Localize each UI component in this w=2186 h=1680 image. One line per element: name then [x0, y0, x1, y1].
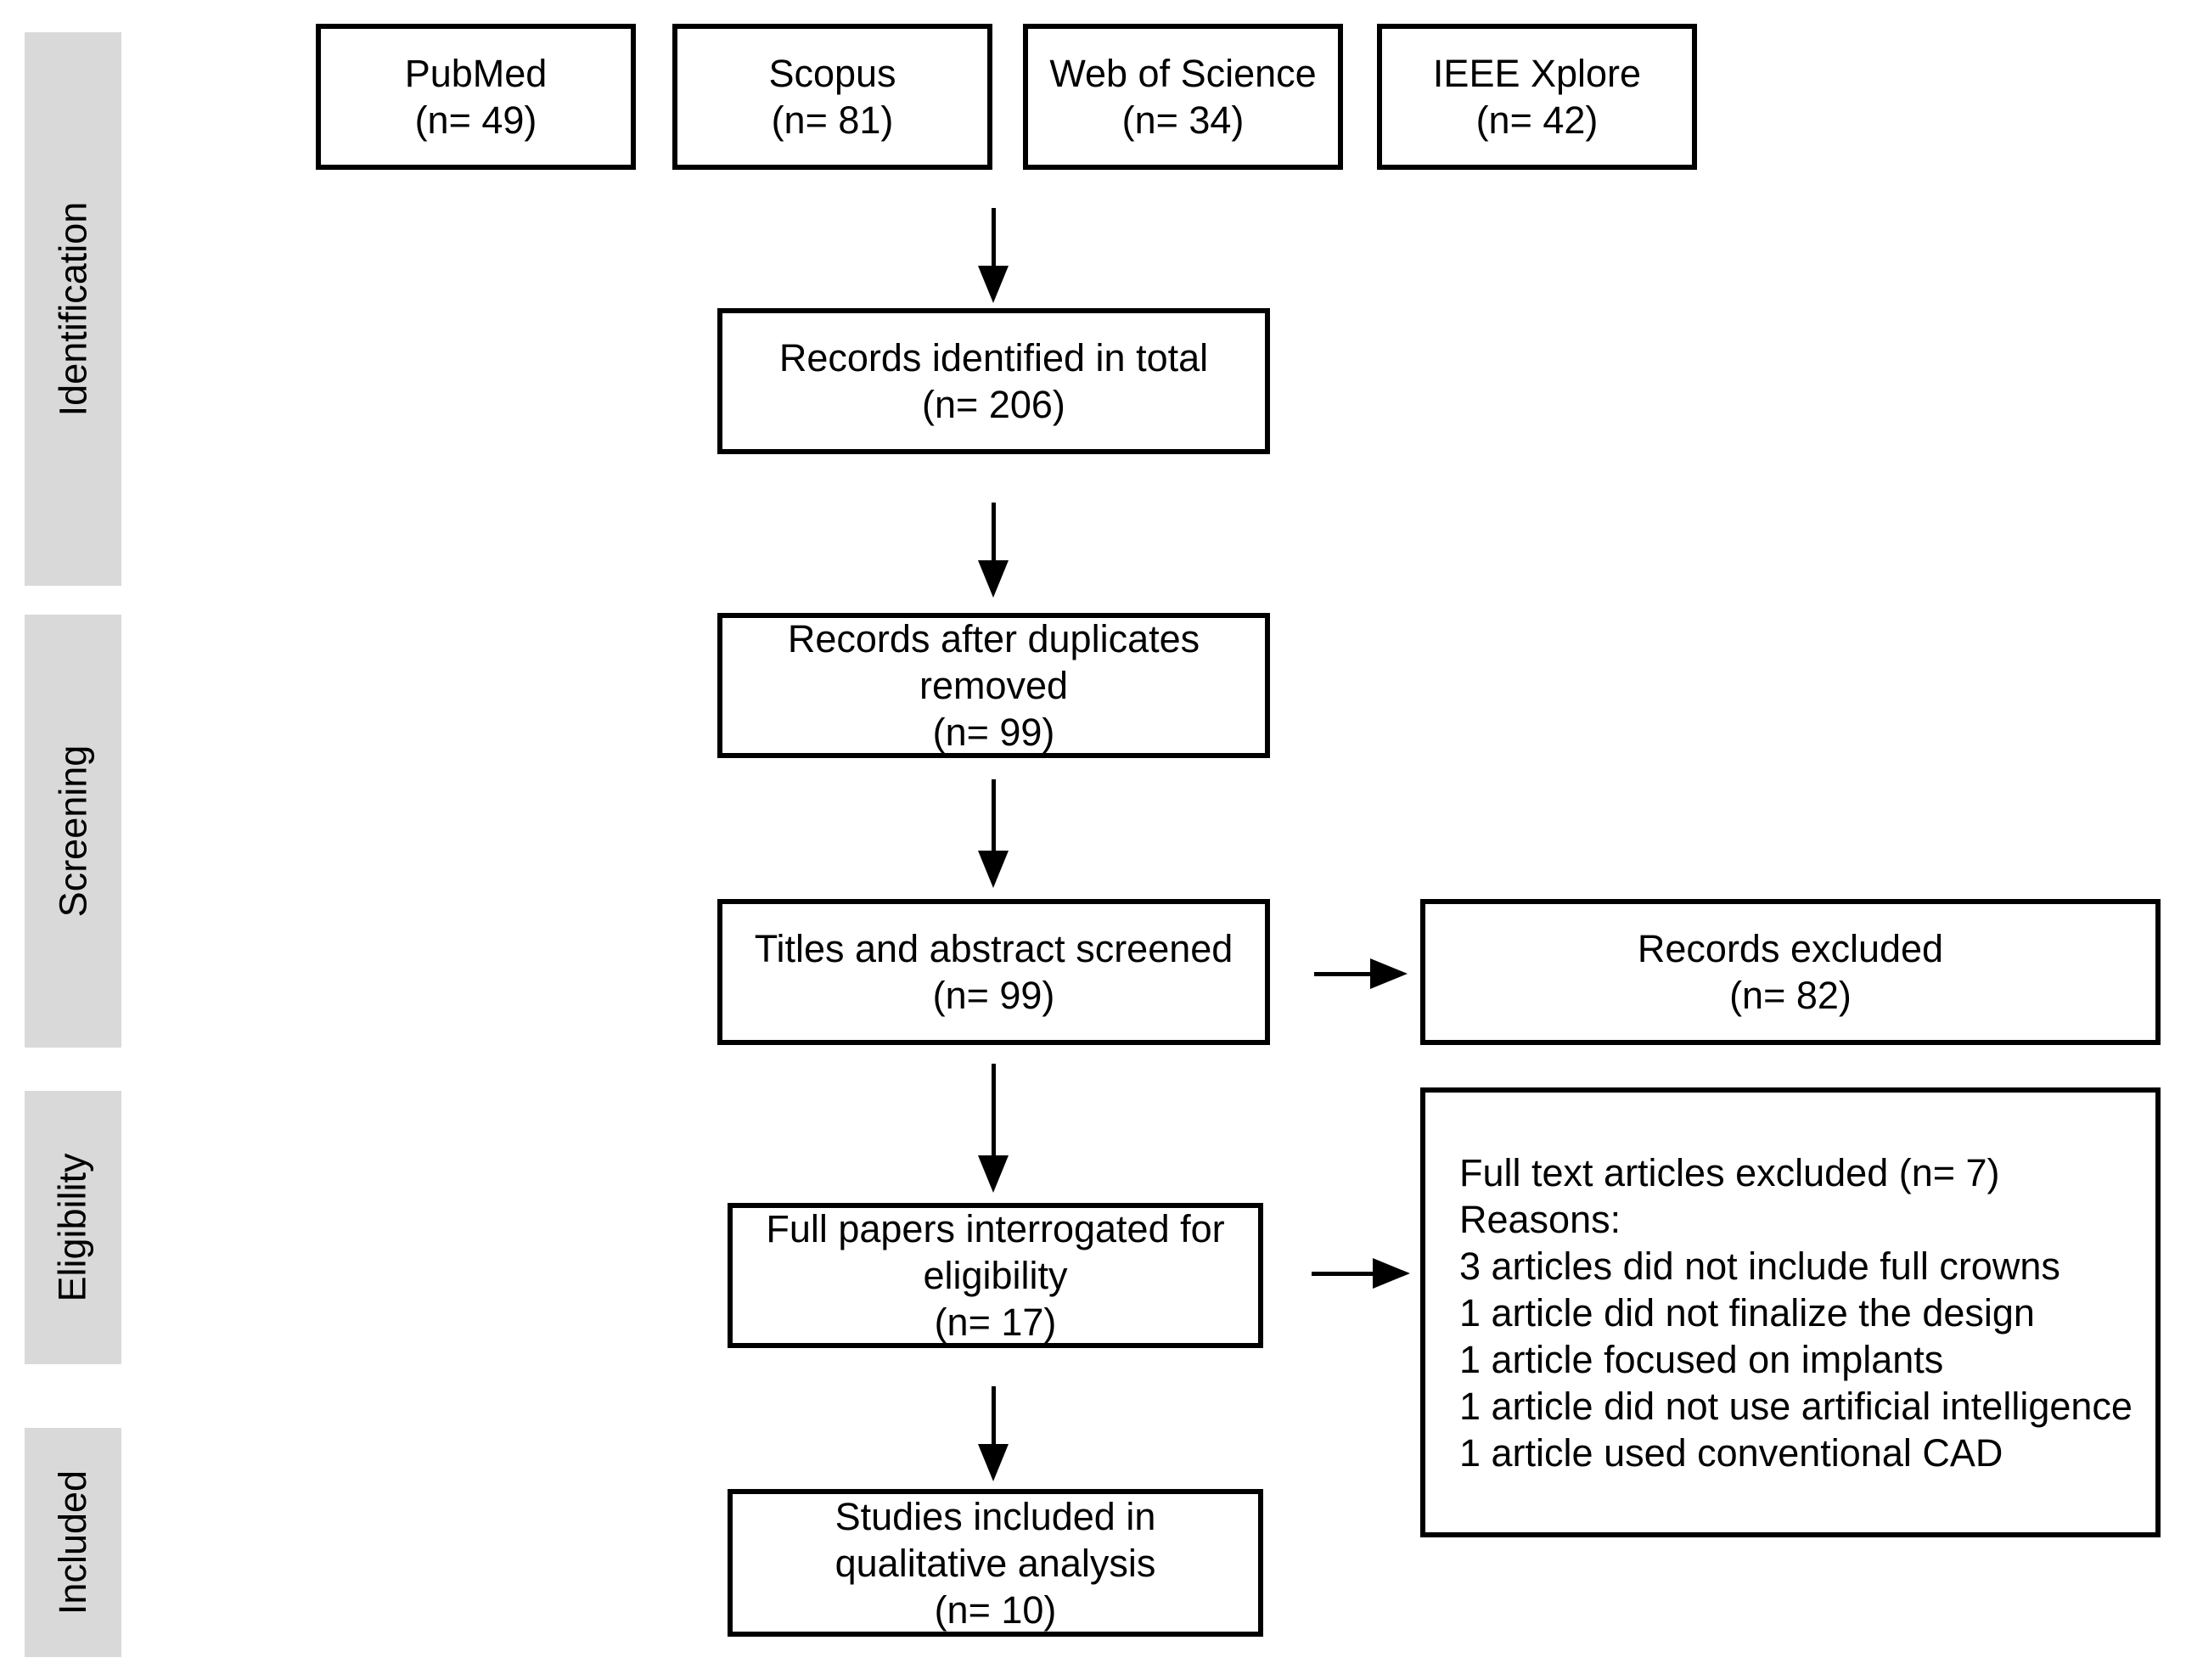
arrow-head	[1373, 1258, 1410, 1289]
stage-label-included: Included	[51, 1469, 95, 1615]
flow-box-studies-included: Studies included in qualitative analysis…	[728, 1489, 1263, 1637]
stage-bar-identification: Identification	[25, 32, 121, 586]
right-arrow-icon	[1312, 1258, 1410, 1289]
arrow-shaft	[991, 208, 996, 266]
flow-box-titles-abstract-screened: Titles and abstract screened (n= 99)	[717, 899, 1270, 1045]
arrow-shaft	[1312, 1271, 1373, 1276]
arrow-shaft	[991, 1386, 996, 1444]
exclusion-box-records-excluded: Records excluded (n= 82)	[1420, 899, 2161, 1045]
stage-label-screening: Screening	[51, 744, 95, 918]
stage-label-identification: Identification	[51, 201, 95, 417]
down-arrow-icon	[978, 779, 1009, 888]
arrow-shaft	[991, 779, 996, 851]
stage-bar-included: Included	[25, 1428, 121, 1657]
flow-box-full-papers-eligibility: Full papers interrogated for eligibility…	[728, 1203, 1263, 1348]
source-box-scopus: Scopus (n= 81)	[672, 24, 992, 170]
arrow-head	[978, 1155, 1009, 1193]
stage-label-eligibility: Eligibility	[51, 1153, 94, 1302]
arrow-head	[978, 560, 1009, 598]
exclusion-box-full-text-reasons: Full text articles excluded (n= 7) Reaso…	[1420, 1087, 2161, 1537]
arrow-head	[1370, 958, 1408, 989]
arrow-shaft	[991, 1064, 996, 1155]
arrow-head	[978, 1444, 1009, 1481]
arrow-shaft	[1314, 971, 1370, 976]
flow-box-records-identified: Records identified in total (n= 206)	[717, 308, 1270, 454]
down-arrow-icon	[978, 208, 1009, 303]
stage-bar-eligibility: Eligibility	[25, 1091, 121, 1364]
arrow-head	[978, 851, 1009, 888]
arrow-head	[978, 266, 1009, 303]
source-box-pubmed: PubMed (n= 49)	[316, 24, 636, 170]
flow-box-records-after-duplicates: Records after duplicates removed (n= 99)	[717, 613, 1270, 758]
arrow-shaft	[991, 503, 996, 560]
down-arrow-icon	[978, 503, 1009, 598]
source-box-ieee-xplore: IEEE Xplore (n= 42)	[1377, 24, 1697, 170]
right-arrow-icon	[1314, 958, 1408, 989]
down-arrow-icon	[978, 1386, 1009, 1481]
source-box-web-of-science: Web of Science (n= 34)	[1023, 24, 1343, 170]
down-arrow-icon	[978, 1064, 1009, 1193]
stage-bar-screening: Screening	[25, 615, 121, 1048]
